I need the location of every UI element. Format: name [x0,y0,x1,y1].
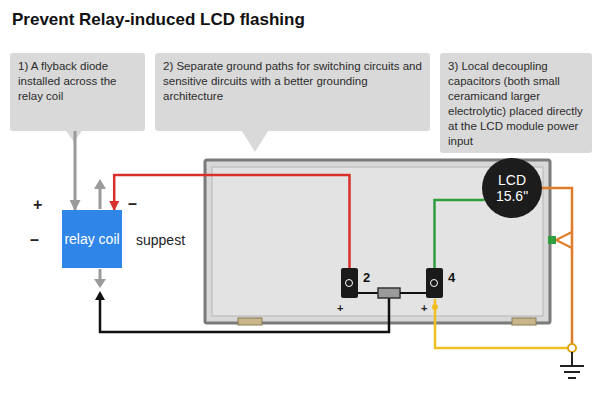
green-wire [435,200,485,268]
polarity-sign: + [421,302,427,314]
polarity-sign: + [337,302,343,314]
polarity-arrowhead [94,179,106,189]
link-wire [358,292,378,294]
orange-wire [556,240,572,248]
red-wire [114,175,349,268]
node-text: 2) Separate ground paths for switching c… [163,59,422,104]
capacitor-block [548,236,556,244]
lcd-circle: LCD 15.6" [482,158,542,218]
callout-arrow [74,131,77,210]
polarity-sign: – [128,195,137,213]
relay-coil-box: relay coil [62,210,122,268]
callout-number: 4 [448,270,455,285]
orange-wire [556,232,572,240]
polarity-sign: + [33,196,42,214]
connector-block [378,288,400,298]
node-text: 3) Local decoupling capacitors (both sma… [448,59,584,149]
black-wire [100,298,389,332]
ground-node [568,344,576,352]
capacitor-component: 4 [426,268,443,298]
pin-ring [430,279,438,287]
callout-box: 1) A flyback diode installed across the … [10,53,145,131]
node-text: LCD 15.6" [486,172,538,204]
polarity-arrow [99,188,102,209]
polarity-arrowhead [94,279,106,288]
panel-foot [238,318,262,325]
panel-foot [512,318,536,325]
node-text: relay coil [64,231,119,248]
pin-ring [345,279,353,287]
callout-number: 2 [363,270,370,285]
wire-arrowhead [95,291,105,300]
diode-component: 2 [341,268,358,298]
ground-symbol [560,365,584,367]
lcd-circle-shape [482,158,542,218]
yellow-wire [435,299,568,348]
ground-symbol [568,377,576,379]
link-wire [400,292,426,294]
diagram-title: Prevent Relay-induced LCD flashing [12,10,305,30]
orange-wire [542,188,572,344]
polarity-sign: – [30,231,39,249]
callout-tail [240,128,270,152]
polarity-arrow [99,269,102,280]
ground-symbol [564,371,580,373]
node-text: 1) A flyback diode installed across the … [18,59,137,104]
callout-box: 2) Separate ground paths for switching c… [155,53,430,131]
callout-box: 3) Local decoupling capacitors (both sma… [440,53,592,153]
annotation-label: suppest [136,232,185,248]
panel-frame [205,160,550,323]
wire-dot [432,304,438,310]
ground-symbol [571,352,573,366]
